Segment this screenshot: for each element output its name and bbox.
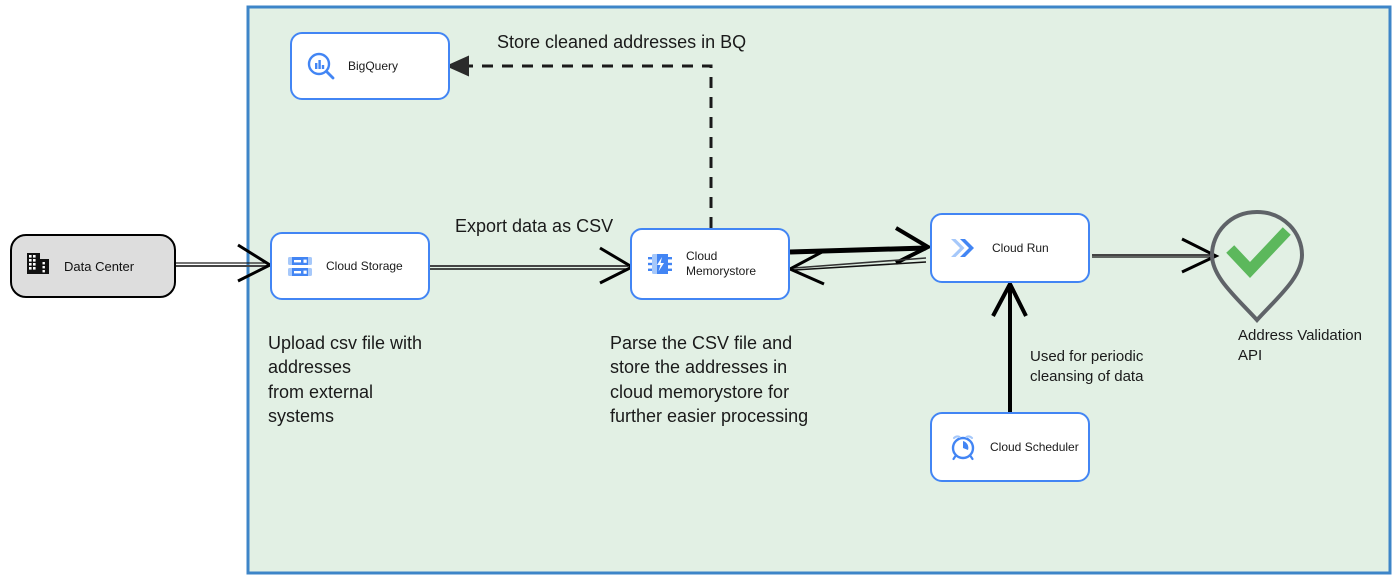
edge-cloud-scheduler-to-cloud-run: [991, 279, 1028, 412]
node-label-cloud-storage: Cloud Storage: [326, 258, 403, 273]
note-parse-csv: Parse the CSV file and store the address…: [610, 333, 809, 426]
node-cloud-scheduler[interactable]: Cloud Scheduler: [930, 412, 1090, 482]
google-cloud-boundary: [246, 5, 1392, 575]
node-label-cloud-memorystore: Cloud Memorystore: [686, 249, 757, 278]
map-pin-check-icon: [1209, 209, 1305, 323]
node-label-address-validation-api: Address Validation API: [1238, 327, 1362, 365]
cloud-run-icon: [948, 234, 978, 262]
node-bigquery[interactable]: BigQuery: [290, 32, 450, 100]
node-label-data-center: Data Center: [64, 258, 135, 274]
edge-memorystore-to-bigquery-dashed: [445, 55, 713, 228]
edge-memorystore-to-cloud-run: [789, 226, 933, 265]
cloud-scheduler-icon: [948, 432, 978, 462]
edge-cloud-run-to-address-validation: [1092, 237, 1220, 274]
edge-label-export-csv: Export data as CSV: [455, 216, 614, 236]
cloud-storage-icon: [286, 252, 314, 280]
node-cloud-run[interactable]: Cloud Run: [930, 213, 1090, 283]
edge-cloud-run-to-memorystore: [786, 250, 927, 286]
node-cloud-memorystore[interactable]: Cloud Memorystore: [630, 228, 790, 300]
note-scheduler-periodic: Used for periodic cleansing of data: [1030, 348, 1144, 386]
node-label-bigquery: BigQuery: [348, 58, 399, 73]
edge-label-store-cleaned-bq: Store cleaned addresses in BQ: [497, 32, 747, 52]
note-upload-csv: Upload csv file with addresses from exte…: [268, 333, 423, 426]
node-label-cloud-run: Cloud Run: [992, 240, 1049, 255]
cloud-memorystore-icon: [646, 250, 674, 278]
data-center-icon: [26, 251, 52, 282]
node-label-cloud-scheduler: Cloud Scheduler: [990, 439, 1079, 454]
node-cloud-storage[interactable]: Cloud Storage: [270, 232, 430, 300]
bigquery-icon: [306, 51, 336, 81]
node-data-center[interactable]: Data Center: [10, 234, 176, 298]
